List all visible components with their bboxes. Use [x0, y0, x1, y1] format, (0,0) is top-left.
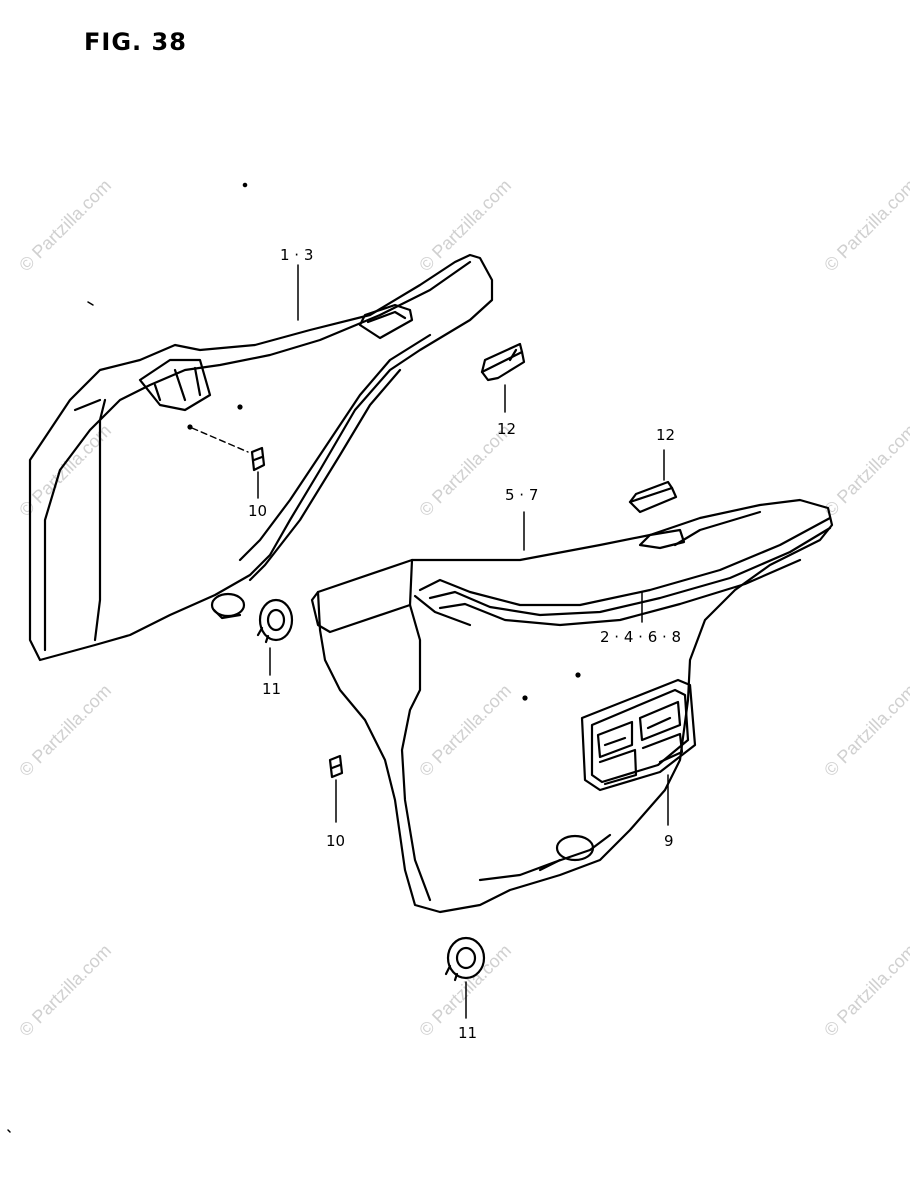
callout-1-3: 1 · 3: [280, 246, 314, 264]
clip-part-12-right: [628, 480, 678, 514]
left-frame-cover: [28, 253, 494, 662]
grommet-part-11-lower: [444, 936, 486, 982]
callout-10-lower: 10: [326, 832, 346, 850]
callout-2-4-6-8: 2 · 4 · 6 · 8: [600, 628, 682, 646]
right-frame-cover: [310, 498, 834, 914]
emblem-part-9: [580, 678, 697, 792]
clip-part-10-upper: [250, 446, 266, 472]
figure-title: FIG. 38: [84, 28, 187, 56]
clip-part-12-left: [480, 342, 526, 382]
callout-9: 9: [664, 832, 674, 850]
grommet-part-11-left: [256, 598, 294, 644]
clip-part-10-lower: [328, 754, 344, 779]
callout-12-right: 12: [656, 426, 676, 444]
callout-10-upper: 10: [248, 502, 268, 520]
callout-5-7: 5 · 7: [505, 486, 539, 504]
callout-11-lower: 11: [458, 1024, 478, 1042]
callout-11-left: 11: [262, 680, 282, 698]
callout-12-left: 12: [497, 420, 517, 438]
